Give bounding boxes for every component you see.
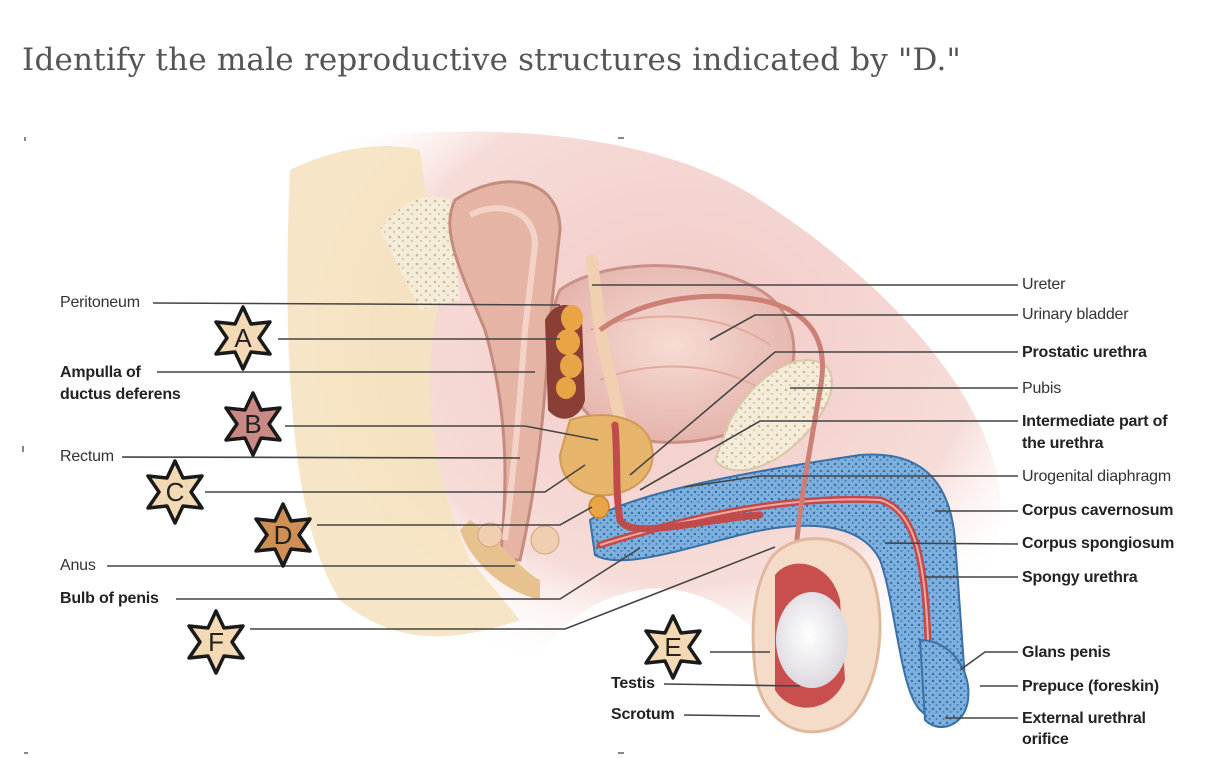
marker-star (254, 502, 312, 568)
marker-star (224, 391, 282, 457)
marker-d[interactable]: D (254, 502, 312, 568)
scrotum (751, 537, 882, 734)
label-bulb-of-penis: Bulb of penis (60, 590, 159, 607)
bulbourethral-gland (588, 495, 610, 519)
marker-letter: A (234, 323, 252, 353)
ductus-deferens (598, 293, 825, 601)
label-peritoneum: Peritoneum (60, 294, 140, 311)
label-pubis: Pubis (1022, 380, 1062, 397)
label-rectum: Rectum (60, 448, 114, 465)
urethra (611, 421, 764, 533)
label-corpus-cavernosum: Corpus cavernosum (1022, 502, 1174, 519)
marker-letter: F (208, 627, 224, 657)
label-anus: Anus (60, 557, 96, 574)
prostate (558, 414, 654, 497)
corner-tick (618, 752, 624, 754)
corner-tick (22, 446, 24, 452)
label-ampulla-1: Ampulla of (60, 364, 141, 381)
marker-letter: D (274, 520, 293, 550)
marker-star (214, 305, 272, 371)
marker-f[interactable]: F (187, 609, 245, 675)
corner-tick (24, 752, 28, 754)
marker-letter: B (244, 409, 261, 439)
label-testis: Testis (611, 675, 655, 692)
label-intermediate-2: the urethra (1022, 435, 1104, 452)
label-spongy-urethra: Spongy urethra (1022, 569, 1138, 586)
marker-c[interactable]: C (146, 459, 204, 525)
label-scrotum: Scrotum (611, 706, 675, 723)
label-ureter: Ureter (1022, 276, 1066, 293)
marker-letter: E (664, 632, 681, 662)
corner-tick (24, 137, 26, 141)
marker-star (146, 459, 204, 525)
label-corpus-spongiosum: Corpus spongiosum (1022, 535, 1175, 552)
marker-star (644, 614, 702, 680)
label-prostatic-urethra: Prostatic urethra (1022, 344, 1147, 361)
seminal-vesicle (545, 305, 585, 419)
marker-b[interactable]: B (224, 391, 282, 457)
corner-tick (618, 137, 624, 139)
label-glans-penis: Glans penis (1022, 644, 1111, 661)
label-urogenital-diaphragm: Urogenital diaphragm (1022, 468, 1171, 485)
label-external-urethral-2: orifice (1022, 731, 1069, 748)
label-intermediate-1: Intermediate part of (1022, 413, 1168, 430)
marker-a[interactable]: A (214, 305, 272, 371)
ureter (586, 254, 626, 426)
marker-letter: C (166, 477, 185, 507)
leader-lines (107, 284, 1019, 719)
label-prepuce: Prepuce (foreskin) (1022, 678, 1159, 695)
question-text: Identify the male reproductive structure… (22, 42, 961, 78)
marker-star (187, 609, 245, 675)
label-urinary-bladder: Urinary bladder (1022, 306, 1129, 323)
label-external-urethral-1: External urethral (1022, 710, 1146, 727)
marker-e[interactable]: E (644, 614, 702, 680)
label-ampulla-2: ductus deferens (60, 386, 181, 403)
